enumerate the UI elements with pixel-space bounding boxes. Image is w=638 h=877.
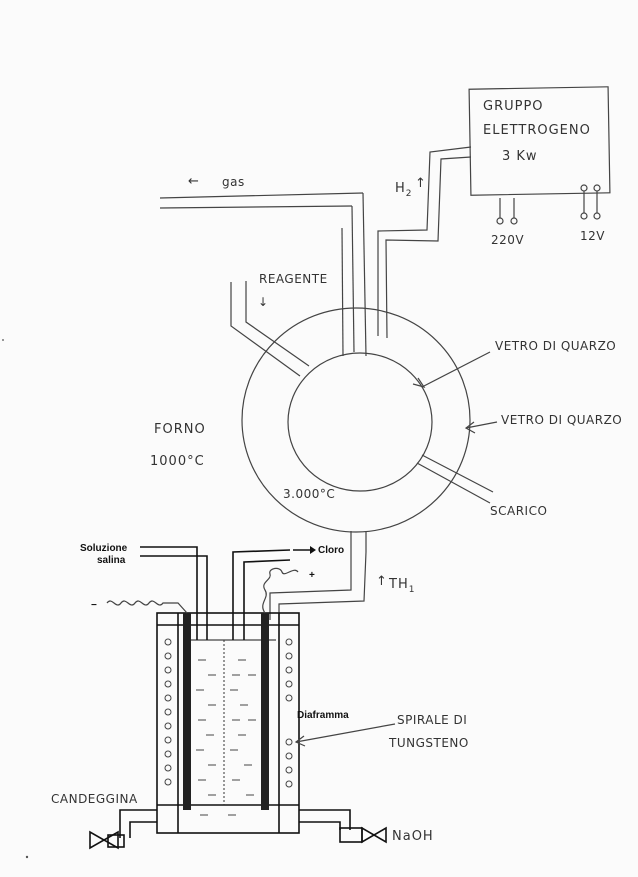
reagent-label: REAGENTE <box>259 272 328 286</box>
minus-label: − <box>91 600 97 611</box>
reagent-inlet <box>230 281 310 377</box>
gas-pipes <box>159 146 472 357</box>
saline-solution-label-line1: Soluzione <box>80 543 128 554</box>
voltage-12-label: 12V <box>580 229 605 243</box>
reagent-arrow: ↓ <box>258 295 269 309</box>
tungsten-spiral-left <box>164 638 172 786</box>
voltage-220-label: 220V <box>491 233 524 247</box>
quartz-inner-label: VETRO DI QUARZO <box>495 339 616 353</box>
drain-pipe <box>416 454 494 504</box>
naoh-label: NaOH <box>392 829 434 844</box>
th1-label: TH1 <box>388 577 415 595</box>
tungsten-spiral-label-line1: SPIRALE DI <box>397 713 467 727</box>
tungsten-spiral-label-line2: TUNGSTENO <box>388 736 469 750</box>
electrolyte-dashes <box>196 659 256 816</box>
diaphragm-label: Diaframma <box>297 710 349 721</box>
quartz-outer-label: VETRO DI QUARZO <box>501 413 622 427</box>
generator-label-line2: ELETTROGENO <box>483 123 591 138</box>
generator-unit: GRUPPO ELETTROGENO 3 Kw 220V 12V <box>468 86 611 247</box>
terminals-220v <box>496 198 518 225</box>
tungsten-spiral-right <box>285 638 293 788</box>
anode-electrode <box>261 613 269 810</box>
chlorine-label: Cloro <box>318 545 344 556</box>
gas-arrow: ← <box>188 174 200 189</box>
bleach-label: CANDEGGINA <box>51 792 138 806</box>
naoh-valve <box>339 826 387 844</box>
gas-label: gas <box>222 175 245 189</box>
furnace-temp-label: 1000°C <box>150 454 205 469</box>
h2-arrow: ↑ <box>415 176 427 191</box>
th1-arrow: ↑ <box>376 574 388 589</box>
drain-label: SCARICO <box>490 504 547 518</box>
inner-temp-label: 3.000°C <box>283 487 335 501</box>
generator-box <box>468 86 611 196</box>
generator-label-line1: GRUPPO <box>483 99 544 114</box>
electrolysis-cell <box>106 546 351 838</box>
furnace <box>241 307 471 533</box>
plus-label: + <box>309 570 315 581</box>
generator-power-label: 3 Kw <box>502 149 538 164</box>
outer-quartz-glass <box>241 307 471 533</box>
terminals-12v <box>580 184 601 220</box>
furnace-label: FORNO <box>154 422 206 437</box>
th1-pipe <box>269 531 367 620</box>
saline-solution-label-line2: salina <box>97 555 126 566</box>
inner-quartz-glass <box>287 352 433 492</box>
bleach-valve <box>89 830 125 850</box>
h2-label: H2 <box>395 181 413 199</box>
cathode-electrode <box>183 613 191 810</box>
